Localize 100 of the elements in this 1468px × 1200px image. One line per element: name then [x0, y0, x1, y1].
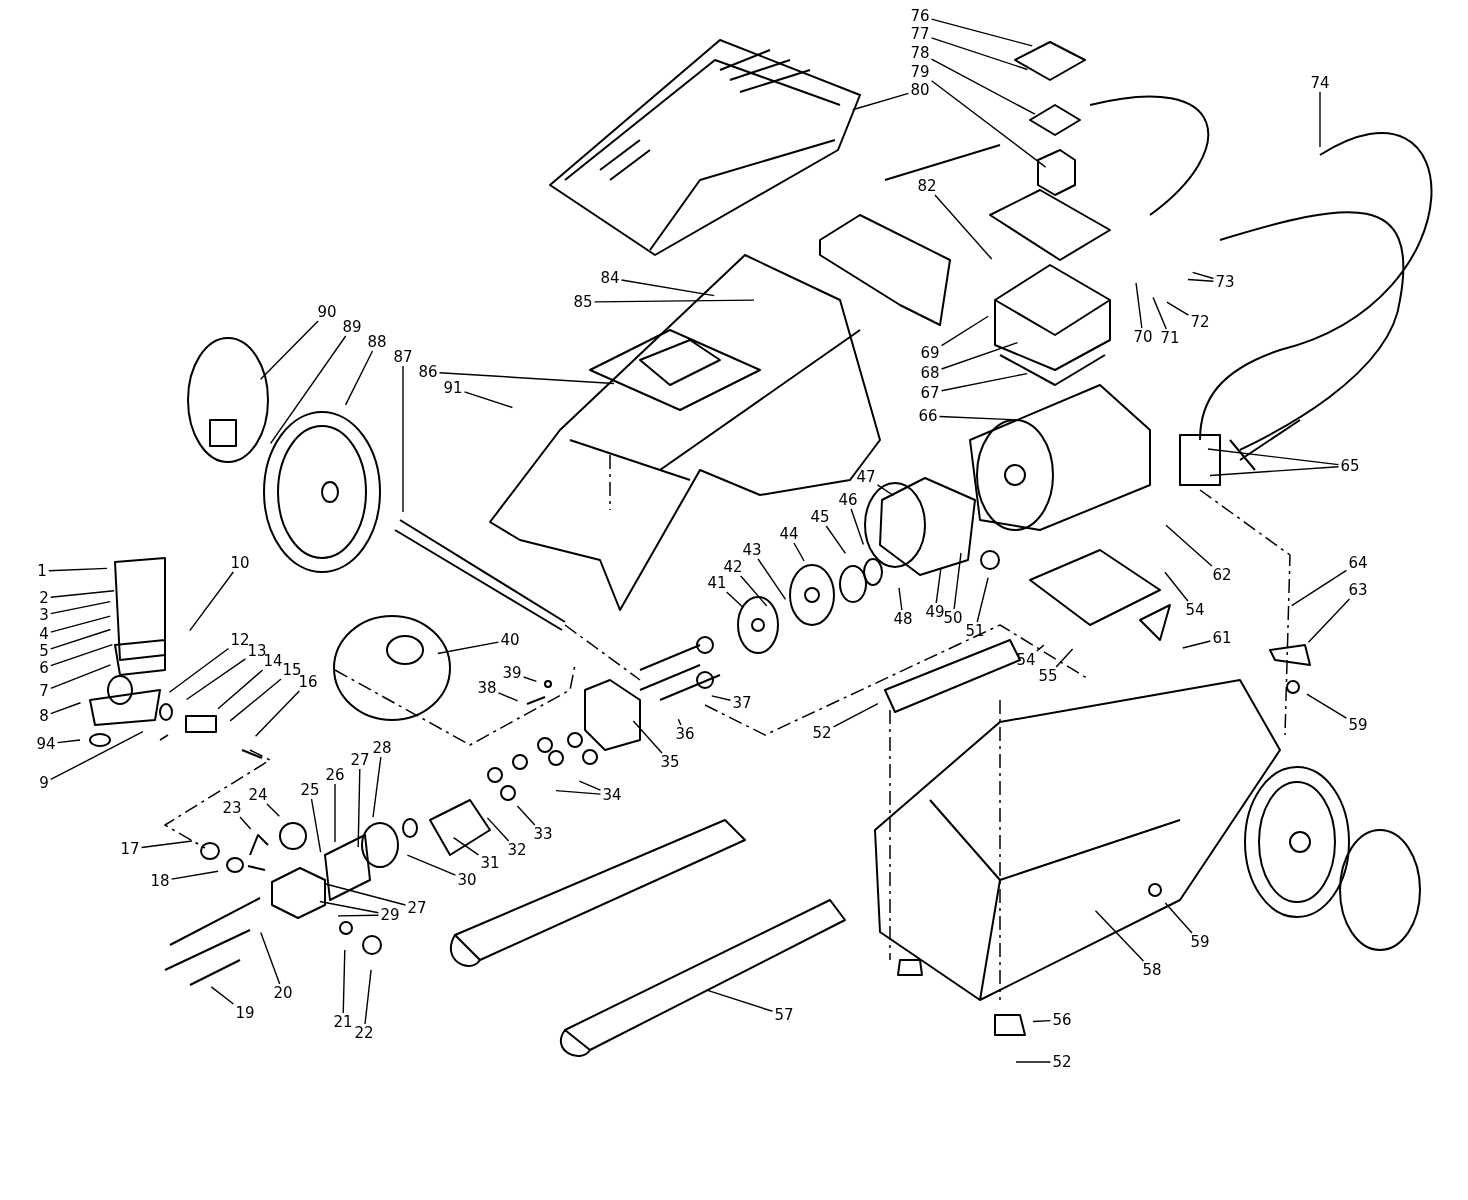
leader-line — [1319, 91, 1321, 148]
callout-number: 69 — [920, 345, 940, 361]
callout-number: 47 — [856, 469, 876, 485]
callout-number: 25 — [300, 782, 320, 798]
leader-line — [1165, 524, 1213, 567]
callout-number: 62 — [1212, 567, 1232, 583]
leader-line — [50, 600, 111, 615]
callout-number: 58 — [1142, 962, 1162, 978]
leader-line — [1182, 640, 1212, 649]
callout-number: 86 — [418, 364, 438, 380]
leader-line — [229, 678, 282, 722]
leader-line — [140, 840, 193, 849]
leader-line — [1207, 448, 1340, 466]
callout-number: 94 — [36, 736, 56, 752]
leader-line — [940, 372, 1028, 392]
leader-line — [402, 365, 404, 513]
leader-line — [1164, 902, 1193, 934]
callout-number: 50 — [943, 610, 963, 626]
callout-number: 42 — [723, 559, 743, 575]
leader-line — [1307, 598, 1351, 643]
callout-number: 48 — [893, 611, 913, 627]
callout-number: 27 — [350, 752, 370, 768]
callout-number: 59 — [1348, 717, 1368, 733]
callout-number: 7 — [39, 683, 49, 699]
callout-number: 22 — [354, 1025, 374, 1041]
callout-number: 34 — [602, 787, 622, 803]
callout-number: 61 — [1212, 630, 1232, 646]
leader-line — [850, 508, 865, 546]
callout-number: 31 — [480, 855, 500, 871]
leader-line — [832, 703, 879, 728]
callout-number: 64 — [1348, 555, 1368, 571]
leader-line — [1164, 571, 1189, 602]
callout-number: 52 — [812, 725, 832, 741]
leader-line — [876, 484, 895, 497]
callout-number: 91 — [443, 380, 463, 396]
leader-line — [1166, 301, 1190, 316]
callout-number: 10 — [230, 555, 250, 571]
leader-line — [1291, 569, 1348, 607]
leader-line — [516, 805, 536, 826]
leader-line — [170, 870, 219, 880]
callout-number: 84 — [600, 270, 620, 286]
leader-line — [50, 615, 111, 633]
leader-line — [935, 567, 942, 604]
leader-line — [438, 372, 615, 385]
callout-number: 77 — [910, 26, 930, 42]
callout-number: 39 — [502, 665, 522, 681]
leader-line — [1036, 644, 1045, 652]
leader-line — [1055, 648, 1074, 668]
leader-line — [319, 900, 380, 914]
callout-number: 45 — [810, 509, 830, 525]
callout-number: 74 — [1310, 75, 1330, 91]
leader-line — [930, 80, 1047, 168]
callout-number: 82 — [917, 178, 937, 194]
leader-line — [50, 628, 112, 650]
leader-line — [740, 575, 768, 607]
leader-line — [1306, 693, 1348, 719]
leader-line — [711, 695, 732, 701]
leader-line — [930, 58, 1036, 115]
leader-line — [930, 37, 1029, 71]
callout-number: 52 — [1052, 1054, 1072, 1070]
callout-number: 44 — [779, 526, 799, 542]
leader-line — [632, 720, 663, 754]
leader-line — [364, 969, 372, 1025]
leader-line — [793, 542, 805, 562]
leader-line — [497, 692, 519, 702]
callout-number: 73 — [1215, 274, 1235, 290]
callout-number: 5 — [39, 643, 49, 659]
callout-number: 65 — [1340, 458, 1360, 474]
callout-number: 19 — [235, 1005, 255, 1021]
callout-number: 89 — [342, 319, 362, 335]
callout-number: 54 — [1185, 602, 1205, 618]
callout-number: 85 — [573, 294, 593, 310]
leader-line — [620, 279, 715, 297]
leader-line — [406, 854, 457, 876]
callout-number: 57 — [774, 1007, 794, 1023]
leader-line — [56, 739, 81, 744]
leader-line — [210, 986, 235, 1005]
leader-line — [50, 702, 82, 715]
callout-number: 13 — [247, 643, 267, 659]
leader-line — [334, 783, 336, 843]
callout-number: 27 — [407, 900, 427, 916]
leader-line — [940, 315, 989, 347]
leader-line — [357, 768, 361, 848]
leader-line — [930, 18, 1033, 47]
leader-line — [266, 803, 281, 818]
callout-number: 71 — [1160, 330, 1180, 346]
leader-line — [938, 415, 1013, 421]
callout-number: 32 — [507, 842, 527, 858]
callout-number: 9 — [39, 775, 49, 791]
callout-number: 35 — [660, 754, 680, 770]
callout-number: 12 — [230, 632, 250, 648]
callout-number: 29 — [380, 907, 400, 923]
leader-line — [50, 590, 115, 598]
callout-number: 63 — [1348, 582, 1368, 598]
leader-line — [50, 664, 112, 690]
callout-number: 36 — [675, 726, 695, 742]
callout-number: 46 — [838, 492, 858, 508]
leader-line — [725, 591, 743, 608]
callout-number: 51 — [965, 623, 985, 639]
callout-number: 56 — [1052, 1012, 1072, 1028]
